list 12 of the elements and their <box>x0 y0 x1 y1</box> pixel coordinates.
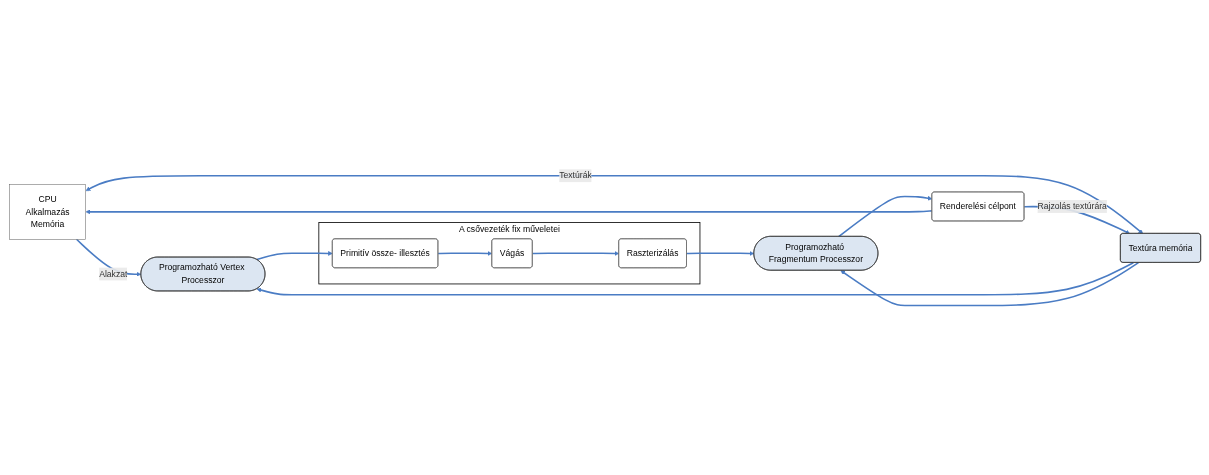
edge-label: Textúrák <box>558 171 592 181</box>
edge-label: Alakzat <box>98 269 127 279</box>
node-box: CPU Alkalmazás Memória <box>8 184 86 240</box>
arrow <box>839 262 1139 307</box>
arrow <box>436 251 492 256</box>
arrow <box>837 195 932 238</box>
edge-label: Rajzolás textúrára <box>1037 201 1107 211</box>
arrow <box>531 251 619 256</box>
arrow <box>256 262 1134 296</box>
arrow <box>255 251 333 261</box>
arrow <box>685 251 754 256</box>
arrow <box>84 209 933 215</box>
